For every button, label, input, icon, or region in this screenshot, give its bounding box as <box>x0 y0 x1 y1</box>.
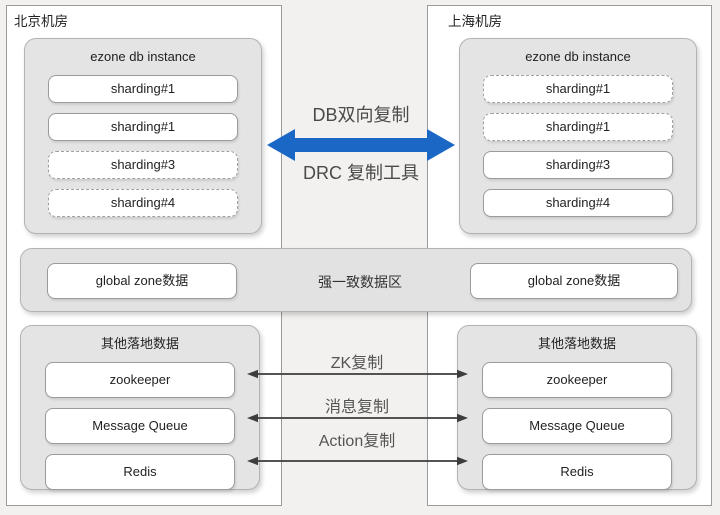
ezone-db-instance-group-right: ezone db instance sharding#1 sharding#1 … <box>459 38 697 234</box>
action-replication-arrow-icon <box>247 456 468 466</box>
zookeeper-node: zookeeper <box>482 362 672 398</box>
sharding-node: sharding#1 <box>48 113 238 141</box>
global-zone-data-node: global zone数据 <box>47 263 237 299</box>
sharding-node: sharding#3 <box>483 151 673 179</box>
redis-node: Redis <box>45 454 235 490</box>
global-zone-data-node: global zone数据 <box>470 263 678 299</box>
other-landing-data-title: 其他落地数据 <box>100 336 179 351</box>
shanghai-datacenter-title: 上海机房 <box>448 14 502 29</box>
redis-node: Redis <box>482 454 672 490</box>
ezone-db-instance-group-left: ezone db instance sharding#1 sharding#1 … <box>24 38 262 234</box>
other-landing-data-group-right: 其他落地数据 zookeeper Message Queue Redis <box>457 325 697 490</box>
zk-replication-label: ZK复制 <box>330 355 384 372</box>
action-replication-label: Action复制 <box>318 433 396 450</box>
other-landing-data-group-left: 其他落地数据 zookeeper Message Queue Redis <box>20 325 260 490</box>
zookeeper-node: zookeeper <box>45 362 235 398</box>
sharding-node: sharding#4 <box>48 189 238 217</box>
other-landing-data-title: 其他落地数据 <box>537 336 616 351</box>
sharding-node: sharding#4 <box>483 189 673 217</box>
sharding-node: sharding#1 <box>483 113 673 141</box>
beijing-datacenter-title: 北京机房 <box>14 14 68 29</box>
strong-consistency-label: 强一致数据区 <box>318 274 402 290</box>
zk-replication-arrow-icon <box>247 369 468 379</box>
message-queue-node: Message Queue <box>45 408 235 444</box>
ezone-db-instance-title: ezone db instance <box>90 49 196 64</box>
message-replication-arrow-icon <box>247 413 468 423</box>
sharding-node: sharding#1 <box>483 75 673 103</box>
message-queue-node: Message Queue <box>482 408 672 444</box>
bidirectional-db-arrow-icon <box>267 129 455 161</box>
sharding-node: sharding#1 <box>48 75 238 103</box>
ezone-db-instance-title: ezone db instance <box>525 49 631 64</box>
sharding-node: sharding#3 <box>48 151 238 179</box>
drc-tool-label: DRC 复制工具 <box>303 163 419 183</box>
message-replication-label: 消息复制 <box>324 399 389 416</box>
db-replication-label: DB双向复制 <box>312 105 410 125</box>
